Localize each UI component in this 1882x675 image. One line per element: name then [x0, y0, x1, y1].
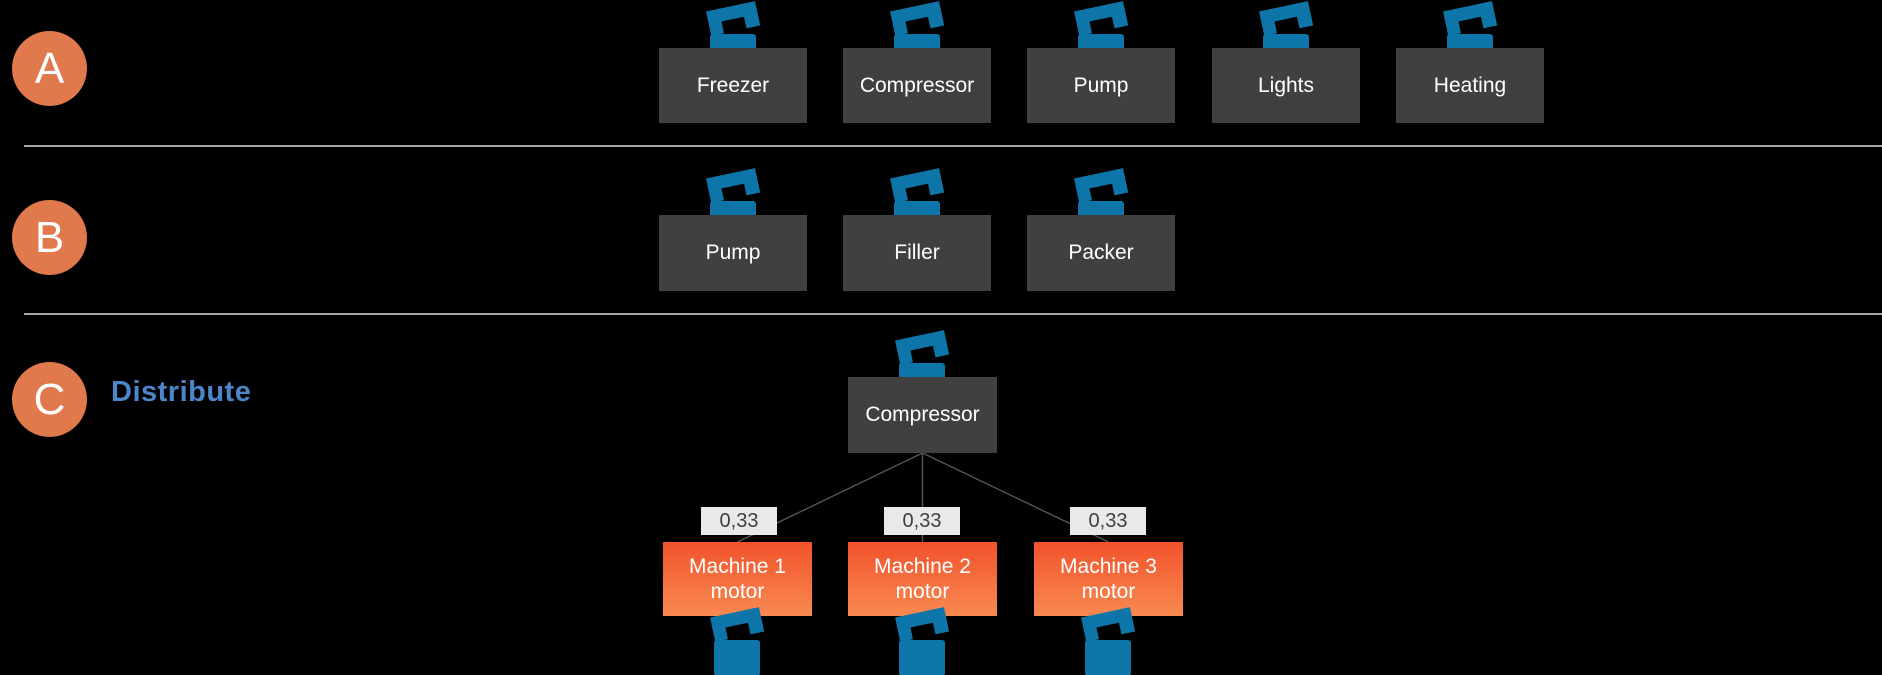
node-label: Filler [894, 241, 940, 264]
node-label: Packer [1068, 241, 1134, 264]
power-meter-icon [895, 606, 949, 675]
row-divider-ab [24, 145, 1882, 147]
row-a-badge-letter: A [34, 43, 65, 93]
row-a-badge: A [12, 31, 87, 106]
edge-weight-3: 0,33 [1070, 507, 1146, 535]
row-divider-bc [24, 313, 1882, 315]
node-heating: Heating [1396, 48, 1544, 123]
node-label: Freezer [696, 73, 770, 97]
row-c-badge: C [12, 362, 87, 437]
node-pump-a: Pump [1027, 48, 1175, 123]
node-compressor-c: Compressor [848, 377, 997, 453]
node-label: Compressor [865, 403, 980, 426]
machine-name: Machine 1 [689, 555, 786, 578]
machine-name: Machine 3 [1060, 555, 1157, 578]
row-b-badge: B [12, 200, 87, 275]
node-label: Heating [1433, 73, 1507, 97]
node-machine-3-motor: Machine 3 motor [1034, 542, 1183, 616]
machine-motor: motor [895, 580, 950, 603]
node-machine-1-motor: Machine 1 motor [663, 542, 812, 616]
row-b-badge-letter: B [34, 212, 65, 262]
node-compressor-a: Compressor [843, 48, 991, 123]
node-label: Lights [1257, 73, 1315, 97]
weight-value: 0,33 [719, 509, 759, 532]
power-meter-icon [710, 606, 764, 675]
machine-motor: motor [710, 580, 765, 603]
node-packer: Packer [1027, 215, 1175, 291]
row-c-badge-letter: C [33, 374, 66, 424]
machine-motor: motor [1081, 580, 1136, 603]
node-filler: Filler [843, 215, 991, 291]
distribute-label: Distribute [111, 376, 252, 408]
power-meter-icon [1081, 606, 1135, 675]
machine-name: Machine 2 [874, 555, 971, 578]
weight-value: 0,33 [1088, 509, 1128, 532]
node-label: Pump [1073, 73, 1129, 97]
node-machine-2-motor: Machine 2 motor [848, 542, 997, 616]
node-pump-b: Pump [659, 215, 807, 291]
weight-value: 0,33 [902, 509, 942, 532]
node-label: Pump [705, 241, 761, 264]
node-lights: Lights [1212, 48, 1360, 123]
edge-weight-2: 0,33 [884, 507, 960, 535]
node-freezer: Freezer [659, 48, 807, 123]
edge-weight-1: 0,33 [701, 507, 777, 535]
node-label: Compressor [859, 73, 975, 97]
